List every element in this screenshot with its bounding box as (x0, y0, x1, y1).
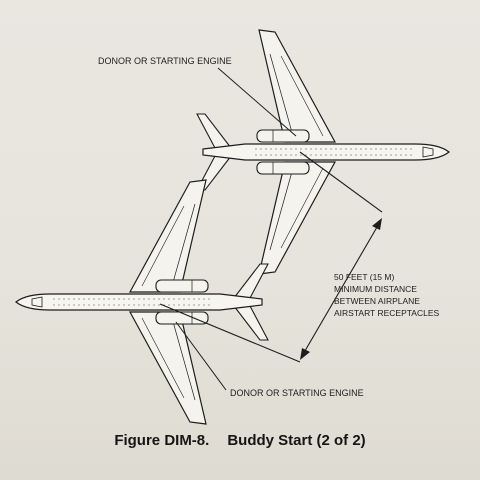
figure-title: Buddy Start (2 of 2) (227, 432, 366, 449)
distance-label: 50 FEET (15 M) MINIMUM DISTANCE BETWEEN … (334, 272, 440, 318)
dimension-arrow-bottom (300, 348, 310, 360)
distance-line-1: 50 FEET (15 M) (334, 272, 394, 282)
donor-label-top: DONOR OR STARTING ENGINE (98, 56, 232, 66)
distance-line-3: BETWEEN AIRPLANE (334, 296, 420, 306)
figure-caption: Figure DIM-8. Buddy Start (2 of 2) (0, 432, 480, 449)
top-airplane (196, 29, 450, 275)
dimension-arrow-top (372, 218, 382, 230)
leader-line-bottom (175, 321, 227, 391)
receptacle-line-top (299, 151, 383, 213)
figure-number: Figure DIM-8. (114, 432, 210, 449)
receptacle-line-bottom (159, 303, 301, 363)
distance-dimension-line (301, 221, 381, 357)
donor-label-bottom: DONOR OR STARTING ENGINE (230, 388, 364, 398)
leader-line-top (217, 67, 297, 137)
distance-line-4: AIRSTART RECEPTACLES (334, 308, 440, 318)
distance-line-2: MINIMUM DISTANCE (334, 284, 417, 294)
